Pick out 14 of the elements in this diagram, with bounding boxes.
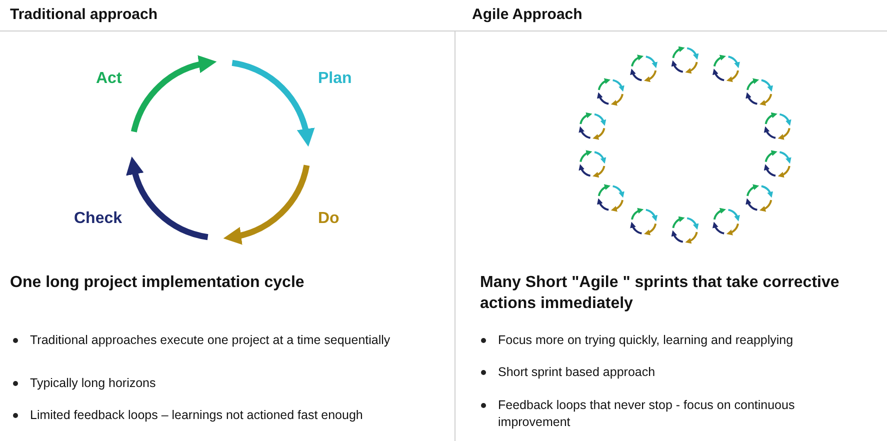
bullet-text: Short sprint based approach bbox=[498, 364, 656, 381]
bullet-text: Feedback loops that never stop - focus on continuous improvement bbox=[498, 397, 796, 431]
panel-heading: Agile Approach bbox=[472, 6, 584, 23]
section-heading: Many Short "Agile " sprints that take corrective actions immediately bbox=[480, 273, 840, 314]
phase-label: Act bbox=[96, 70, 122, 88]
bullet-text: Traditional approaches execute one project at a time sequentially bbox=[30, 332, 392, 349]
panel-heading: Traditional approach bbox=[10, 6, 159, 23]
bullet-text: Limited feedback loops – learnings not actioned fast enough bbox=[30, 407, 364, 424]
phase-label: Check bbox=[74, 210, 122, 228]
section-heading: One long project implementation cycle bbox=[10, 273, 306, 293]
bullet-text: Typically long horizons bbox=[30, 375, 157, 392]
bullet-text: Focus more on trying quickly, learning and reapplying bbox=[498, 332, 794, 349]
phase-label: Do bbox=[318, 210, 340, 228]
phase-label: Plan bbox=[318, 70, 352, 88]
